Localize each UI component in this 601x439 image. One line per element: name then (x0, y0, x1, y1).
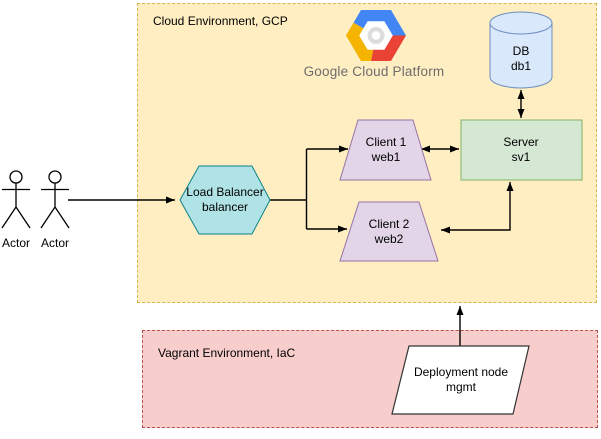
db-cylinder-top (489, 11, 553, 35)
actor-2-head (48, 170, 62, 184)
edge-server-client2-bidirectional (441, 182, 514, 234)
actor-1-body (1, 183, 31, 229)
db-cylinder-body (489, 23, 553, 89)
cloud-environment-label: Cloud Environment, GCP (153, 14, 288, 28)
actor-2-body (40, 183, 70, 229)
load-balancer-shape[interactable] (179, 165, 271, 235)
server-shape[interactable] (460, 119, 583, 181)
actor-1-head (9, 170, 23, 184)
gcp-logo-caption: Google Cloud Platform (303, 64, 445, 79)
deployment-node-shape[interactable] (391, 345, 530, 415)
client2-shape[interactable] (339, 201, 439, 262)
actor-1-label: Actor (1, 236, 31, 250)
edges-group (68, 90, 525, 346)
actor-2-figure[interactable] (40, 170, 70, 229)
actor-2-label: Actor (40, 236, 70, 250)
client1-shape[interactable] (339, 119, 432, 181)
actor-1-figure[interactable] (1, 170, 31, 229)
db-shape[interactable] (489, 11, 553, 89)
vagrant-environment-label: Vagrant Environment, IaC (158, 346, 296, 360)
gcp-logo-icon (346, 10, 406, 61)
gcp-logo-center-dot (371, 31, 381, 40)
